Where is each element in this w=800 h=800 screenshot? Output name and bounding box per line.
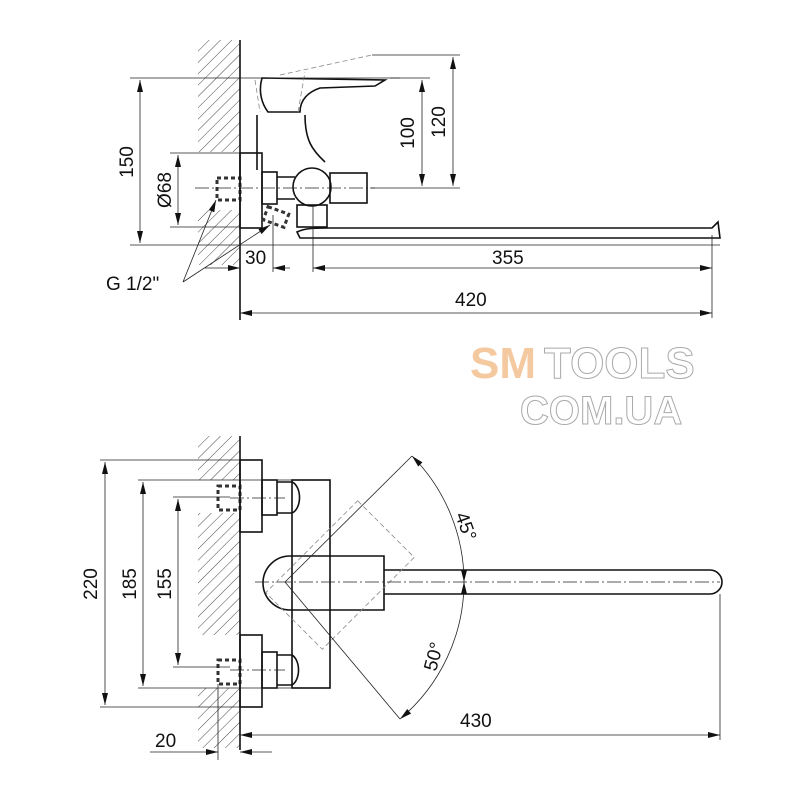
body xyxy=(291,479,331,689)
watermark: SM TOOLS COM.UA xyxy=(470,339,695,434)
wall-hatch xyxy=(198,513,240,635)
flange-top xyxy=(239,459,263,533)
spout xyxy=(384,569,723,595)
dim-220: 220 xyxy=(81,568,102,600)
lever-open-ghost xyxy=(254,54,373,113)
angle-50: 50° xyxy=(421,640,449,673)
spout xyxy=(295,220,721,239)
watermark-domain: COM.UA xyxy=(520,389,682,433)
dim-430: 430 xyxy=(460,711,492,732)
dim-diameter: Ø68 xyxy=(155,172,176,208)
wall-hatch xyxy=(198,436,240,480)
body xyxy=(256,114,326,170)
wall-hatch xyxy=(198,40,240,152)
side-view: 150 Ø68 100 120 30 355 420 G 1/2" xyxy=(106,40,721,320)
flange-bottom xyxy=(239,634,263,708)
watermark-sm: SM xyxy=(470,339,536,388)
watermark-tools: TOOLS xyxy=(544,339,695,388)
wall-hatch xyxy=(198,210,240,265)
lever xyxy=(259,77,388,113)
dim-355: 355 xyxy=(492,248,524,269)
dim-420: 420 xyxy=(455,290,487,311)
top-view: 45° 50° 220 185 155 430 20 xyxy=(81,436,723,760)
dim-155: 155 xyxy=(155,568,176,600)
dim-185: 185 xyxy=(120,568,141,600)
dim-30: 30 xyxy=(245,248,266,269)
spout-base xyxy=(262,555,385,611)
dim-100: 100 xyxy=(398,117,419,149)
flange xyxy=(239,152,263,229)
thread xyxy=(215,176,242,202)
dim-120: 120 xyxy=(429,106,450,138)
dim-150: 150 xyxy=(117,146,138,178)
angle-45: 45° xyxy=(450,510,480,544)
diverter xyxy=(292,167,332,207)
wall-hatch xyxy=(198,688,240,748)
thread-label: G 1/2" xyxy=(106,274,159,295)
dim-20: 20 xyxy=(155,731,176,752)
